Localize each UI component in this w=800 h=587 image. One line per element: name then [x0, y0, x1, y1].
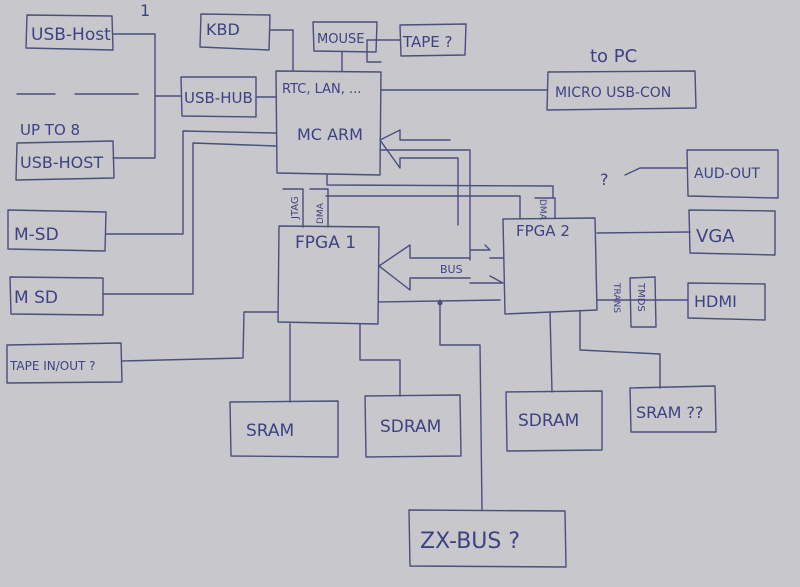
mouse-label: MOUSE	[317, 32, 364, 47]
hdmi-box	[687, 282, 766, 321]
tmds-box	[629, 276, 657, 328]
to-pc-label: to PC	[590, 46, 637, 67]
micro-usb-box	[546, 70, 697, 111]
sdram2-box	[505, 390, 603, 452]
sdram2-label: SDRAM	[518, 411, 579, 431]
msd2-label: M SD	[14, 288, 58, 308]
tape-label: TAPE ?	[402, 33, 453, 51]
fpga2-label: FPGA 2	[516, 222, 570, 240]
zxbus-label: ZX-BUS ?	[420, 529, 520, 554]
sram1-box	[229, 400, 339, 458]
jtag-label: JTAG	[290, 196, 301, 220]
msd2-box	[9, 276, 104, 316]
tmds-label: TMDS	[635, 282, 646, 312]
mc-arm-label: MC ARM	[297, 125, 363, 144]
aud-out-label: AUD-OUT	[694, 166, 760, 182]
tape-box	[399, 23, 467, 57]
sdram1-box	[364, 394, 462, 458]
bus-label: BUS	[440, 263, 463, 276]
aud-out-box	[686, 149, 779, 199]
mc-arm-box	[275, 70, 382, 176]
usb-host-1-box	[25, 14, 114, 51]
usb-host-1-label: USB-Host	[31, 25, 111, 45]
tape-io-label: TAPE IN/OUT ?	[9, 359, 96, 373]
kbd-box	[199, 13, 271, 51]
up-to-8-label: UP TO 8	[20, 121, 80, 139]
aud-question-label: ?	[600, 170, 609, 189]
dma1-label: DMA	[316, 202, 326, 224]
usb-hub-box	[180, 76, 257, 118]
msd1-box	[7, 209, 107, 252]
sram2-box	[629, 385, 717, 433]
bus-junction	[437, 300, 443, 306]
tape-io-box	[6, 342, 123, 384]
sram2-label: SRAM ??	[636, 403, 703, 422]
usb-host-8-label: USB-HOST	[20, 153, 103, 172]
connection-lines	[6, 13, 779, 568]
dma2-label: DMA	[537, 199, 547, 221]
zxbus-box	[408, 509, 567, 568]
rtc-lan-label: RTC, LAN, ...	[282, 82, 361, 97]
usb-hub-label: USB-HUB	[184, 89, 253, 107]
fpga1-box	[277, 225, 380, 325]
jtag-box	[282, 188, 304, 228]
label-one: 1	[140, 1, 150, 20]
kbd-label: KBD	[206, 20, 240, 39]
fpga2-box	[502, 217, 598, 315]
sram1-label: SRAM	[246, 421, 294, 441]
dma1-box	[309, 188, 329, 228]
dma2-box	[534, 197, 556, 219]
msd1-label: M-SD	[14, 225, 59, 245]
trans-label: TRANS	[611, 282, 621, 313]
vga-label: VGA	[696, 226, 735, 247]
usb-host-8-box	[15, 140, 115, 181]
sdram1-label: SDRAM	[380, 417, 441, 437]
vga-box	[688, 209, 776, 256]
fpga1-label: FPGA 1	[295, 233, 356, 253]
mouse-box	[312, 21, 378, 53]
micro-usb-label: MICRO USB-CON	[555, 85, 671, 101]
hdmi-label: HDMI	[694, 292, 737, 311]
